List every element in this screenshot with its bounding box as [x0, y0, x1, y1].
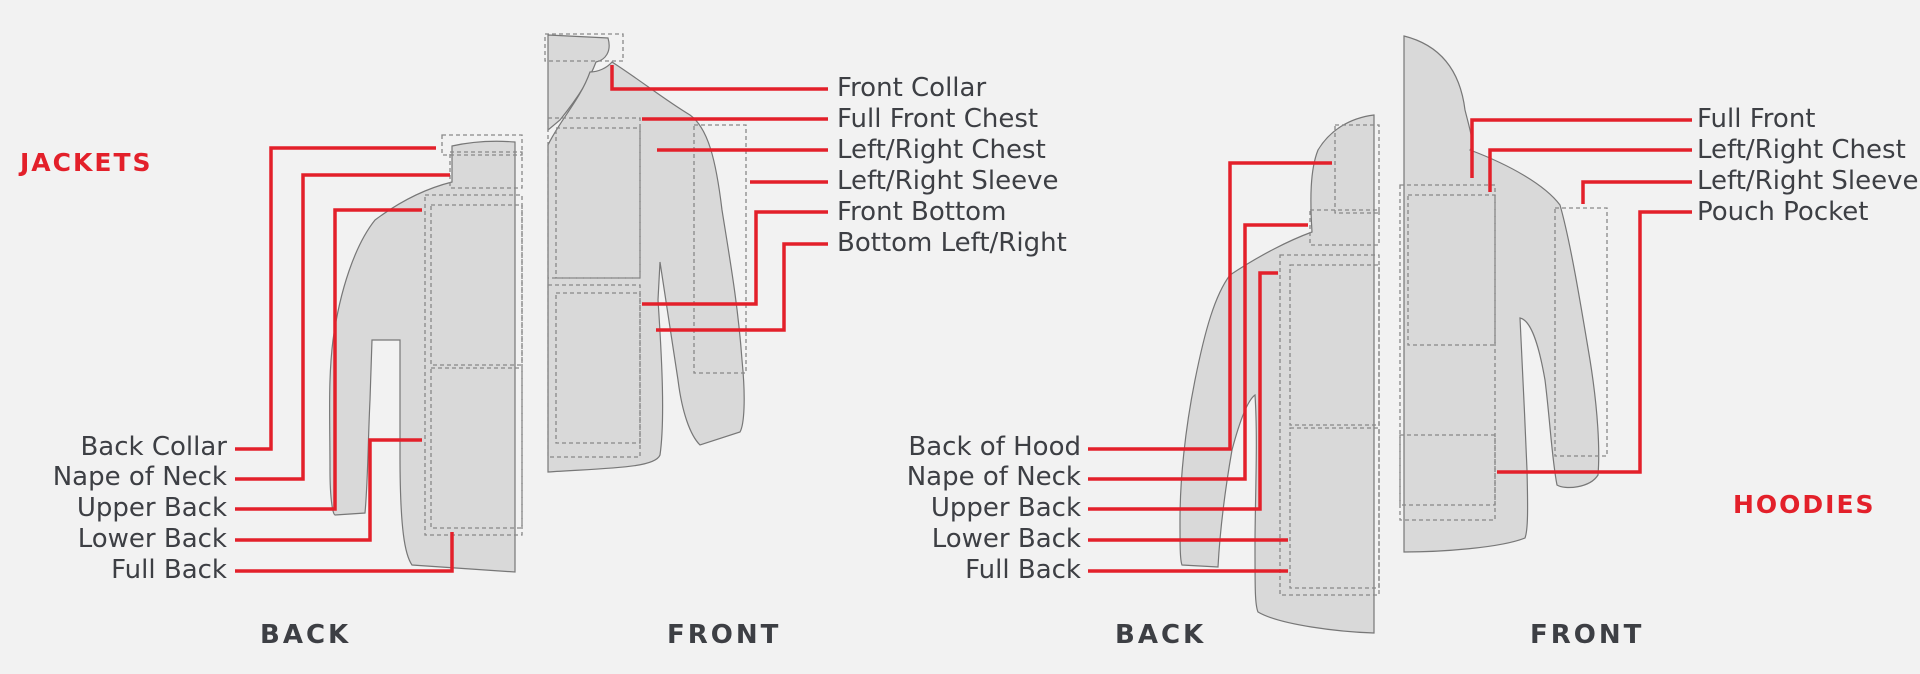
jacket-back-illustration	[329, 140, 516, 573]
label-jacket-upper-back: Upper Back	[76, 493, 227, 523]
leader-lines	[235, 65, 1692, 573]
view-caption-jacket-front: FRONT	[667, 620, 782, 650]
category-title-jackets: JACKETS	[20, 148, 153, 177]
label-hoodie-left-right-chest: Left/Right Chest	[1697, 135, 1906, 165]
label-hoodie-nape-of-neck: Nape of Neck	[906, 462, 1081, 492]
label-hoodie-lower-back: Lower Back	[931, 524, 1081, 554]
jacket-front-zones	[544, 33, 747, 458]
label-hoodie-full-back: Full Back	[965, 555, 1081, 585]
hoodie-back-zones	[1279, 124, 1380, 596]
view-caption-hoodie-front: FRONT	[1530, 620, 1645, 650]
label-jacket-front-collar: Front Collar	[837, 73, 987, 103]
label-jacket-bottom-left-right: Bottom Left/Right	[837, 228, 1067, 258]
label-hoodie-back-of-hood: Back of Hood	[908, 432, 1081, 462]
label-jacket-lower-back: Lower Back	[77, 524, 227, 554]
hoodie-back-illustration	[1179, 114, 1375, 634]
label-jacket-full-front-chest: Full Front Chest	[837, 104, 1039, 134]
label-jacket-left-right-sleeve: Left/Right Sleeve	[837, 166, 1059, 196]
hoodie-front-illustration	[1403, 35, 1600, 553]
label-hoodie-pouch-pocket: Pouch Pocket	[1697, 197, 1869, 227]
label-jacket-back-collar: Back Collar	[80, 432, 227, 462]
view-caption-hoodie-back: BACK	[1115, 620, 1207, 650]
label-jacket-nape-of-neck: Nape of Neck	[52, 462, 227, 492]
label-hoodie-upper-back: Upper Back	[930, 493, 1081, 523]
jacket-back-zones	[424, 134, 523, 536]
label-hoodie-left-right-sleeve: Left/Right Sleeve	[1697, 166, 1919, 196]
label-hoodie-full-front: Full Front	[1697, 104, 1816, 134]
jacket-front-illustration	[547, 34, 745, 473]
hoodie-front-zones	[1399, 184, 1608, 521]
label-jacket-left-right-chest: Left/Right Chest	[837, 135, 1046, 165]
category-title-hoodies: HOODIES	[1733, 490, 1876, 519]
label-jacket-full-back: Full Back	[111, 555, 227, 585]
view-caption-jacket-back: BACK	[260, 620, 352, 650]
label-jacket-front-bottom: Front Bottom	[837, 197, 1007, 227]
